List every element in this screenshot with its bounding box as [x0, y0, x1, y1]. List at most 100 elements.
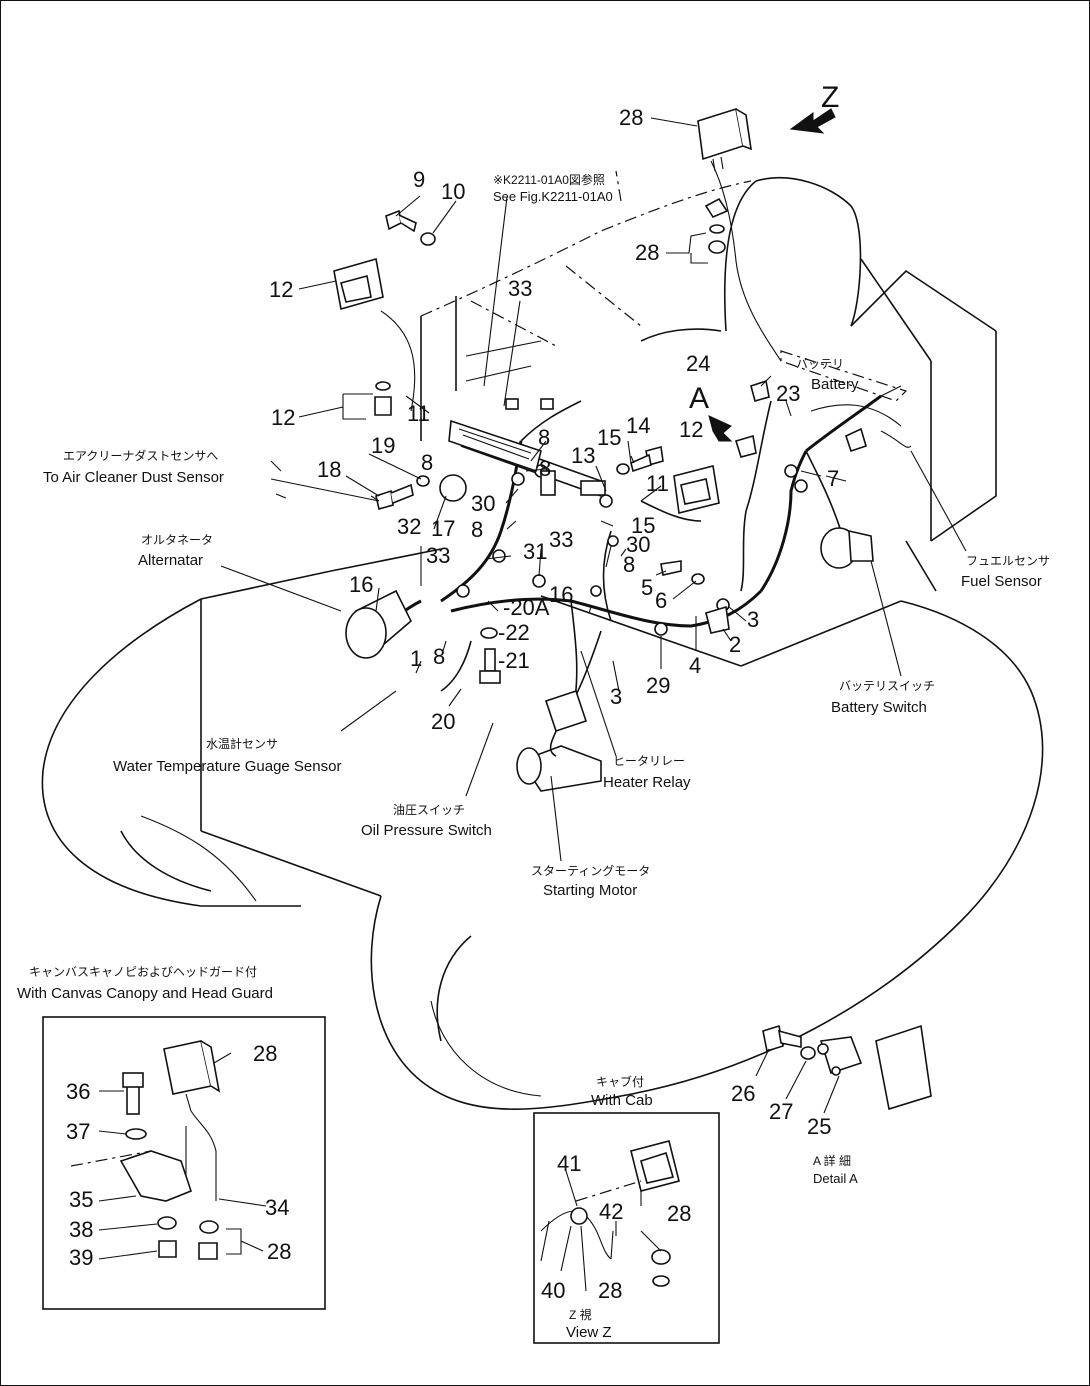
label-4: 4 [689, 653, 701, 678]
arrow-a [708, 415, 733, 442]
label-24: 24 [686, 351, 710, 376]
label-20a: -20A [503, 595, 550, 620]
fuel-sensor-jp: フュエルセンサ [966, 554, 1050, 568]
alternator-en: Alternatar [138, 552, 203, 569]
label-11-left: 11 [407, 401, 430, 426]
label-31: 31 [523, 539, 547, 564]
canopy-title-jp: キャンバスキャノピおよびヘッドガード付 [29, 965, 257, 979]
alternator-jp: オルタネータ [141, 533, 213, 547]
view-mark-a: A [689, 382, 709, 415]
view-z-jp: Z 視 [569, 1307, 592, 1322]
label-39: 39 [69, 1245, 93, 1270]
detail-a-jp: A 詳 細 [813, 1153, 851, 1168]
label-12-lower: 12 [271, 405, 295, 430]
label-8-a: 8 [421, 450, 433, 475]
washer-10 [420, 232, 436, 246]
label-1: 1 [410, 646, 422, 671]
label-6: 6 [655, 588, 667, 613]
label-36: 36 [66, 1079, 90, 1104]
arrow-z [789, 108, 836, 134]
label-8-c: 8 [539, 456, 551, 481]
bolt-21 [479, 648, 501, 684]
label-12-left: 12 [269, 277, 293, 302]
parts [333, 107, 874, 733]
bracket-2 [705, 605, 730, 634]
bolt-14 [630, 445, 664, 473]
label-41: 41 [557, 1151, 581, 1176]
label-15-b: 15 [631, 513, 655, 538]
label-37: 37 [66, 1119, 90, 1144]
water-temp-en: Water Temperature Guage Sensor [113, 758, 341, 775]
air-cleaner-jp: エアクリーナダストセンサへ [63, 448, 218, 463]
label-10: 10 [441, 179, 465, 204]
label-7: 7 [827, 466, 839, 491]
label-3-bottom: 3 [610, 684, 622, 709]
label-33-mid: 33 [549, 527, 573, 552]
fuel-sensor-connector [845, 427, 867, 453]
label-8-b: 8 [538, 425, 550, 450]
label-3-right: 3 [747, 607, 759, 632]
heater-relay-jp: ヒータリレー [613, 754, 685, 768]
fuse-panel [448, 398, 606, 496]
label-28-canopy-b: 28 [267, 1239, 291, 1264]
cab-title-en: With Cab [591, 1092, 653, 1109]
washer-22 [480, 627, 498, 639]
bolt-9 [385, 209, 417, 233]
inset-cab: キャブ付 With Cab 41 42 28 40 28 Z 視 View Z [533, 1074, 720, 1344]
connector-24 [750, 379, 770, 402]
work-lamp-28-top [697, 107, 752, 254]
label-42: 42 [599, 1199, 623, 1224]
label-2: 2 [729, 632, 741, 657]
label-14: 14 [626, 413, 650, 438]
label-28-cab: 28 [667, 1201, 691, 1226]
canopy-title-en: With Canvas Canopy and Head Guard [17, 985, 273, 1002]
label-25: 25 [807, 1114, 831, 1139]
label-20: 20 [431, 709, 455, 734]
label-16-left: 16 [349, 572, 373, 597]
label-33-left: 33 [426, 543, 450, 568]
label-11-right: 11 [646, 471, 669, 496]
label-23: 23 [776, 381, 800, 406]
bolt-18 [375, 483, 414, 511]
work-lamp-12-left [333, 257, 392, 416]
air-cleaner-en: To Air Cleaner Dust Sensor [43, 469, 224, 486]
work-lamp-12-right [673, 465, 720, 514]
battery-switch-en: Battery Switch [831, 699, 927, 716]
bolt-5 [660, 560, 682, 576]
label-12-right: 12 [679, 417, 703, 442]
label-8-e: 8 [623, 552, 635, 577]
view-mark-z: Z [821, 81, 839, 114]
label-21: -21 [498, 648, 530, 673]
label-33-top: 33 [508, 276, 532, 301]
label-30-b: 30 [626, 532, 650, 557]
detail-a-en: Detail A [813, 1171, 858, 1186]
label-40: 40 [541, 1278, 565, 1303]
part-number-labels: 28 28 9 10 12 12 33 11 19 18 8 8 8 30 8 … [269, 105, 839, 734]
label-22: -22 [498, 620, 530, 645]
label-30-a: 30 [471, 491, 495, 516]
label-38: 38 [69, 1217, 93, 1242]
label-34: 34 [265, 1195, 289, 1220]
cover-17 [439, 474, 467, 502]
label-32: 32 [397, 514, 421, 539]
starting-motor-jp: スターティングモータ [531, 864, 650, 878]
leader-lines [220, 117, 967, 862]
battery-en: Battery [811, 376, 859, 393]
cab-title-jp: キャブ付 [596, 1074, 644, 1089]
callout-labels: バッテリ Battery エアクリーナダストセンサへ To Air Cleane… [43, 357, 1050, 899]
label-9: 9 [413, 167, 425, 192]
label-28-cab-b: 28 [598, 1278, 622, 1303]
machine-outline [41, 170, 1044, 1110]
label-8-f: 8 [433, 644, 445, 669]
label-18: 18 [317, 457, 341, 482]
reference-jp: ※K2211-01A0図参照 [493, 172, 605, 187]
label-28-top: 28 [619, 105, 643, 130]
alternator [345, 589, 412, 659]
heater-relay-en: Heater Relay [603, 774, 691, 791]
view-z-en: View Z [566, 1324, 612, 1341]
battery-switch [820, 527, 874, 569]
label-26: 26 [731, 1081, 755, 1106]
starting-motor-en: Starting Motor [543, 882, 637, 899]
